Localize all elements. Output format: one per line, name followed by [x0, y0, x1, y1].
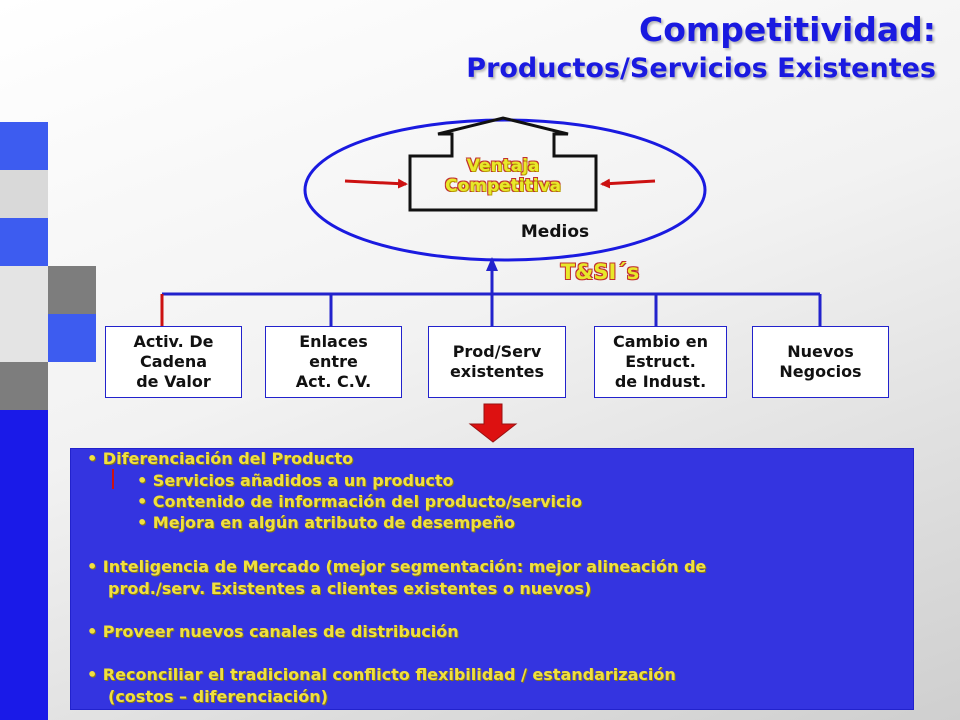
deco-square-3 — [0, 218, 48, 266]
left-red-arrow — [344, 178, 408, 189]
down-red-block-arrow — [468, 403, 518, 443]
benefits-panel: Diferenciación del Producto Servicios añ… — [70, 448, 914, 710]
title-line-1: Competitividad: — [639, 10, 936, 49]
box-cambio-estruct-indust: Cambio en Estruct. de Indust. — [594, 326, 727, 398]
box-activ-cadena-valor: Activ. De Cadena de Valor — [105, 326, 242, 398]
deco-square-8 — [0, 362, 48, 410]
ventaja-line-2: Competitiva — [444, 176, 562, 196]
bullet-inteligencia-mercado-cont: prod./serv. Existentes a clientes existe… — [108, 579, 592, 598]
box-nuevos-negocios: Nuevos Negocios — [752, 326, 889, 398]
deco-square-5 — [48, 266, 96, 314]
panel-marker — [112, 469, 114, 489]
deco-square-4 — [0, 266, 48, 314]
box-enlaces-act-cv: Enlaces entre Act. C.V. — [265, 326, 402, 398]
bullet-inteligencia-mercado: Inteligencia de Mercado (mejor segmentac… — [87, 557, 706, 577]
bullet-diferenciacion: Diferenciación del Producto — [87, 449, 353, 469]
bullet-contenido-informacion: Contenido de información del producto/se… — [137, 492, 582, 512]
right-red-arrow — [600, 178, 656, 189]
box-prod-serv-existentes: Prod/Serv existentes — [428, 326, 566, 398]
deco-square-6 — [0, 314, 48, 362]
bullet-canales-distribucion: Proveer nuevos canales de distribución — [87, 622, 459, 642]
deco-square-7 — [48, 314, 96, 362]
bullet-reconciliar-conflicto: Reconciliar el tradicional conflicto fle… — [87, 665, 676, 685]
medios-label: Medios — [520, 222, 590, 242]
bullet-reconciliar-conflicto-cont: (costos – diferenciación) — [108, 687, 328, 706]
ventaja-frame — [408, 116, 598, 212]
deco-square-1 — [0, 122, 48, 170]
bullet-mejora-atributo: Mejora en algún atributo de desempeño — [137, 513, 515, 533]
bullet-servicios-anadidos: Servicios añadidos a un producto — [137, 471, 454, 491]
tsi-label: T&SI´s — [560, 260, 640, 284]
slide-title: Competitividad: Productos/Servicios Exis… — [466, 8, 936, 86]
deco-square-2 — [0, 170, 48, 218]
title-line-2: Productos/Servicios Existentes — [466, 53, 936, 84]
ventaja-line-1: Ventaja — [466, 156, 540, 176]
deco-square-9 — [0, 410, 48, 720]
ventaja-competitiva-label: Ventaja Competitiva — [412, 156, 594, 196]
